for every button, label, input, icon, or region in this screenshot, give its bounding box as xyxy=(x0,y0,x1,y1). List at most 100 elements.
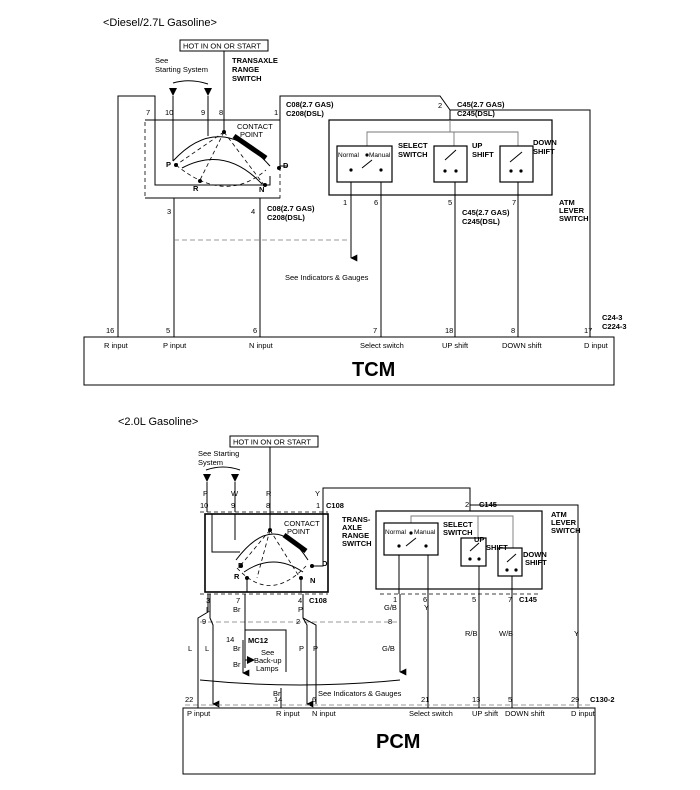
gas-trs-label-1: TRANS- xyxy=(342,515,371,524)
contact-point-2: POINT xyxy=(240,130,263,139)
pin-8: 8 xyxy=(219,108,223,117)
atm-pin-1: 1 xyxy=(343,198,347,207)
gas-backup-3: Lamps xyxy=(256,664,279,673)
gas-wire-p: P xyxy=(203,489,208,498)
pcm-select-switch: Select switch xyxy=(409,709,453,718)
gas20-section: <2.0L Gasoline> HOT IN ON OR START See S… xyxy=(118,416,615,775)
gas-wire-rb: R/B xyxy=(465,629,478,638)
pcm-up-shift: UP shift xyxy=(472,709,499,718)
tcm-conn-2: C224-3 xyxy=(602,322,627,331)
pcm-pin-sel: 21 xyxy=(421,695,429,704)
gas-up-shift-box xyxy=(460,537,487,567)
gas-atm-pin-7: 7 xyxy=(508,595,512,604)
tcm-down-shift: DOWN shift xyxy=(502,341,543,350)
pcm-box xyxy=(182,707,596,775)
gas-wire-br-bottom: Br xyxy=(273,689,281,698)
gas-atm-wire-y: Y xyxy=(424,603,429,612)
diesel-section: <Diesel/2.7L Gasoline> HOT IN ON OR STAR… xyxy=(83,17,627,386)
pcm-p-input: P input xyxy=(187,709,211,718)
gas-wire-br1: Br xyxy=(233,644,241,653)
gas-atm-label-1: ATM xyxy=(551,510,567,519)
gas-pos-n: N xyxy=(310,576,315,585)
gas-down-shift-box xyxy=(497,547,523,577)
pcm-label: PCM xyxy=(376,731,420,753)
tcm-d-input: D input xyxy=(584,341,609,350)
down-shift-box xyxy=(499,145,534,183)
gas-up-shift-2: SHIFT xyxy=(486,543,508,552)
conn-top-1: C08(2.7 GAS) xyxy=(286,100,334,109)
gas-up-shift-1: UP xyxy=(474,535,484,544)
gas-wire-p2: P xyxy=(313,644,318,653)
d-input-wire xyxy=(450,109,591,337)
gas-start-arrow-1 xyxy=(203,474,211,482)
pcm-r-input: R input xyxy=(276,709,301,718)
atm-label-2: LEVER xyxy=(559,206,585,215)
see-starting-bracket xyxy=(172,80,209,85)
gas-atm-pin-6: 6 xyxy=(423,595,427,604)
tcm-pin-r: 16 xyxy=(106,326,114,335)
gas-trs-label-4: SWITCH xyxy=(342,539,372,548)
pos-n: N xyxy=(259,185,264,194)
gas-atm-wire-gb: G/B xyxy=(384,603,397,612)
gas-wire-wb: W/B xyxy=(499,629,513,638)
gas-d-input-wire xyxy=(470,504,579,708)
diesel-title: <Diesel/2.7L Gasoline> xyxy=(103,17,217,29)
tcm-pin-down: 8 xyxy=(511,326,515,335)
conn-bot-2: C208(DSL) xyxy=(267,213,305,222)
trs-label-1: TRANSAXLE xyxy=(232,56,278,65)
gas-indicator-bracket xyxy=(199,679,401,686)
gas-select-switch-1: SELECT xyxy=(443,520,473,529)
gas-pos-r: R xyxy=(234,572,240,581)
tcm-pin-n: 6 xyxy=(253,326,257,335)
gas-wire-pb: P xyxy=(298,605,303,614)
gas-trs-switch-housing xyxy=(204,513,329,593)
conn-bot-1: C08(2.7 GAS) xyxy=(267,204,315,213)
pin-1: 1 xyxy=(274,108,278,117)
gas-wire-l2: L xyxy=(205,644,209,653)
normal-label: Normal xyxy=(338,152,360,159)
tcm-conn-1: C24-3 xyxy=(602,313,622,322)
r-input-wire xyxy=(117,95,156,337)
tcm-select-switch: Select switch xyxy=(360,341,404,350)
gas-see-starting-1: See Starting xyxy=(198,449,239,458)
gas-select-switch-2: SWITCH xyxy=(443,528,473,537)
gas-atm-lever-box xyxy=(375,510,543,590)
pos-p: P xyxy=(166,160,171,169)
gas-down-shift-1: DOWN xyxy=(523,550,547,559)
gas-contact-bar xyxy=(282,532,308,554)
pin-7: 7 xyxy=(146,108,150,117)
contact-bar xyxy=(232,133,268,161)
gas-pin-1: 1 xyxy=(316,501,320,510)
pcm-n-input: N input xyxy=(312,709,337,718)
gas-wire-l1: L xyxy=(188,644,192,653)
gas-pin-8b: 8 xyxy=(388,617,392,626)
gas-pin-9: 9 xyxy=(231,501,235,510)
up-shift-1: UP xyxy=(472,141,482,150)
gas-down-shift-2: SHIFT xyxy=(525,558,547,567)
gas-pin-8: 8 xyxy=(266,501,270,510)
tcm-p-input: P input xyxy=(163,341,187,350)
see-starting-1: See xyxy=(155,56,168,65)
backup-arrow xyxy=(247,656,255,664)
gas-pos-d: D xyxy=(322,559,328,568)
gas-backup-1: See xyxy=(261,648,274,657)
tcm-r-input: R input xyxy=(104,341,129,350)
gas-trs-label-3: RANGE xyxy=(342,531,369,540)
gas-hot-label-box xyxy=(229,435,319,448)
down-shift-1: DOWN xyxy=(533,138,557,147)
gas-mc12: MC12 xyxy=(248,636,268,645)
atm-pin-7: 7 xyxy=(512,198,516,207)
start-arrow-1 xyxy=(169,88,177,96)
pin-3: 3 xyxy=(167,207,171,216)
pcm-pin-d: 29 xyxy=(571,695,579,704)
select-switch-2: SWITCH xyxy=(398,150,428,159)
select-switch-1: SELECT xyxy=(398,141,428,150)
atm-lever-switch-box xyxy=(328,119,553,196)
contact-point-1: CONTACT xyxy=(237,122,273,131)
tcm-pin-up: 18 xyxy=(445,326,453,335)
gas-atm-label-2: LEVER xyxy=(551,518,577,527)
gas-wire-p1: P xyxy=(299,644,304,653)
gas-wire-br: Br xyxy=(233,605,241,614)
